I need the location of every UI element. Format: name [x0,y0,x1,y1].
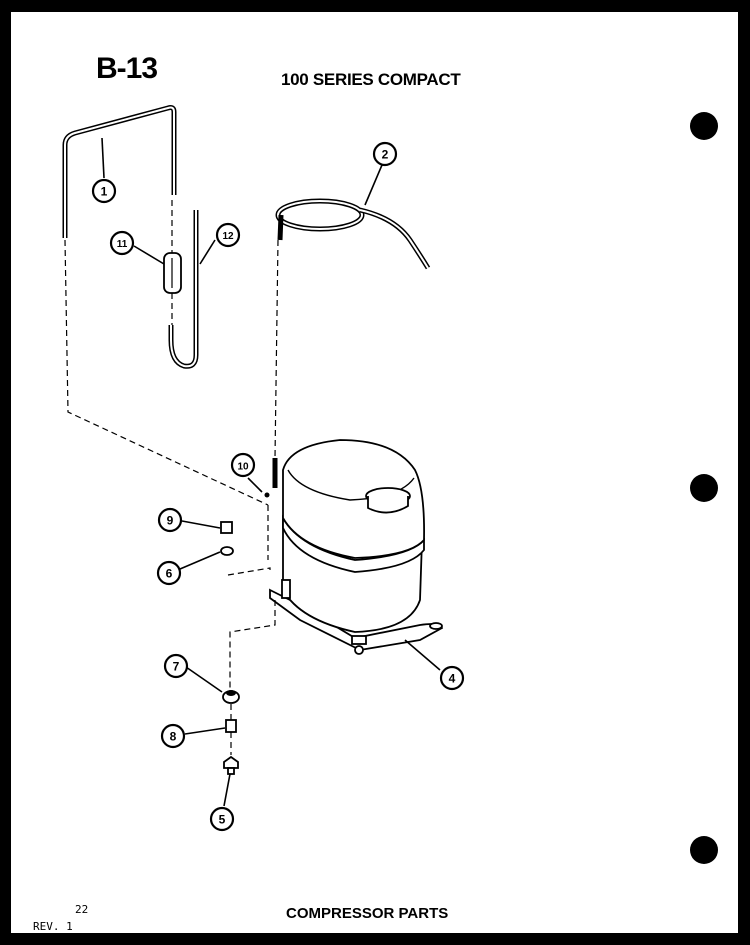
binder-hole-middle [690,474,718,502]
callout-4: 4 [439,665,465,691]
part-2-coiled-tube [275,198,431,270]
callout-6: 6 [156,560,182,586]
part-1-tube [62,105,177,238]
parts-sheet: B-13 100 SERIES COMPACT 22 REV. 1 COMPRE… [11,12,738,933]
callout-8-label: 8 [170,730,177,744]
callout-2: 2 [372,141,398,167]
binder-hole-bottom [690,836,718,864]
part-12-tube [168,210,199,369]
binder-hole-top [690,112,718,140]
page-number: 22 [75,903,89,916]
callout-1-label: 1 [101,185,108,199]
part-11-drier [163,252,182,294]
callout-12-label: 12 [222,231,234,242]
callout-9-label: 9 [167,514,174,528]
leader-lines [101,137,441,807]
part-8-sleeve [225,719,237,733]
callout-10-label: 10 [237,462,249,473]
part-9-nut [220,521,233,534]
part-10-screw [264,492,270,498]
callout-7: 7 [163,653,189,679]
callout-11-label: 11 [117,239,128,250]
callout-7-label: 7 [173,660,180,674]
callout-5-label: 5 [219,813,226,827]
callout-12: 12 [215,222,241,248]
callout-1: 1 [91,178,117,204]
callout-5: 5 [209,806,235,832]
callout-10: 10 [230,452,256,478]
callout-2-label: 2 [382,148,389,162]
callout-4-label: 4 [449,672,456,686]
callout-6-label: 6 [166,567,173,581]
part-6-washer [220,546,234,556]
footer-title: COMPRESSOR PARTS [286,905,449,922]
callout-11: 11 [109,230,135,256]
part-7-grommet [222,690,240,704]
sheet-code: B-13 [96,52,158,85]
sheet-title: 100 SERIES COMPACT [281,70,461,89]
part-4-compressor [269,439,444,655]
callout-9: 9 [157,507,183,533]
part-5-bolt [223,755,239,775]
revision-label: REV. 1 [33,920,73,933]
callout-8: 8 [160,723,186,749]
